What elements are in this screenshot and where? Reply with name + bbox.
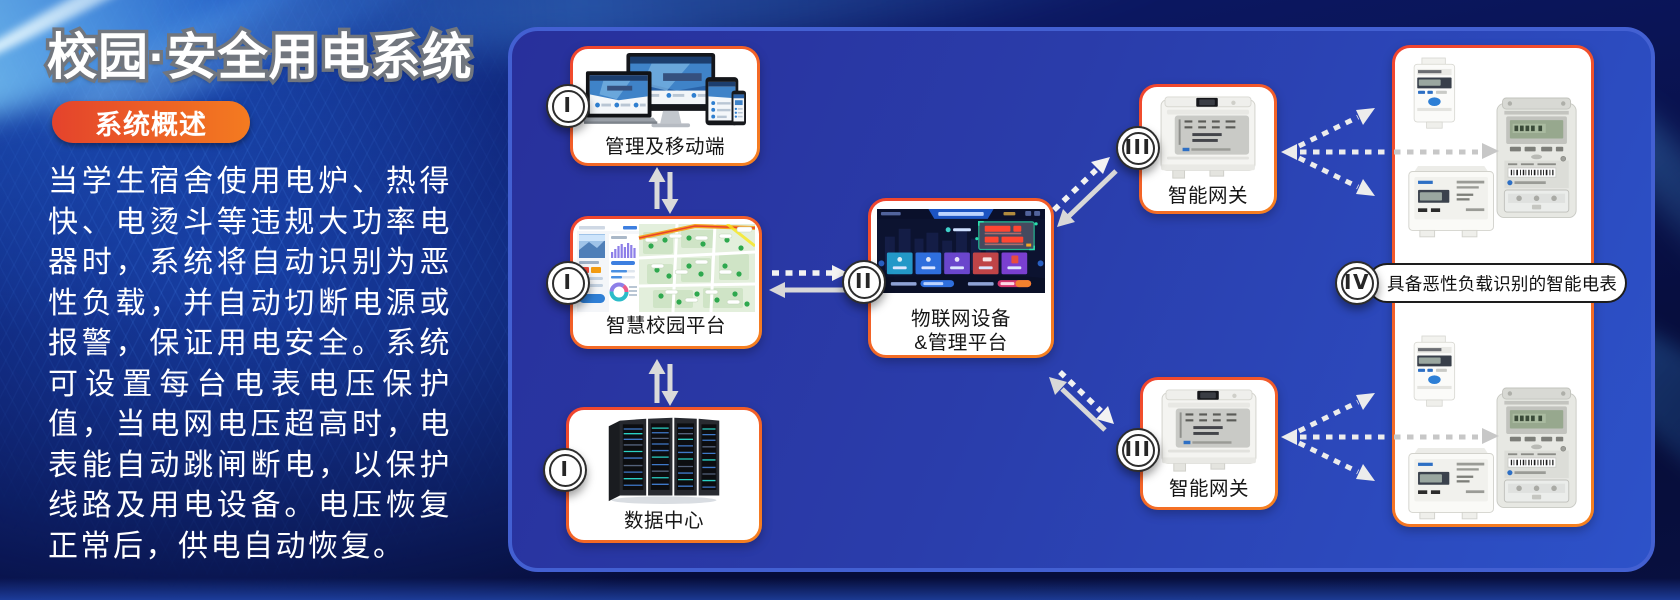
step-circle-3: III [1116, 126, 1160, 170]
node-gateway-bottom: 智能网关 [1140, 377, 1278, 510]
step-numeral: I [563, 270, 573, 294]
bottom-glow [0, 578, 1680, 600]
gateway-illustration [1161, 389, 1257, 472]
overview-badge-label: 系统概述 [95, 109, 207, 140]
overview-badge: 系统概述 [52, 101, 250, 143]
step-circle-4: IV [1335, 261, 1379, 305]
node-management-mobile: 管理及移动端 [570, 46, 760, 166]
system-description: 当学生宿舍使用电炉、热得快、电烫斗等违规大功率电器时，系统将自动识别为恶性负载，… [48, 165, 452, 563]
node-campus-platform: 智慧校园平台 [570, 216, 762, 349]
node-iot-platform: 物联网设备 &管理平台 [868, 198, 1054, 358]
server-racks-illustration [608, 417, 720, 504]
node-label: 智能网关 [1168, 478, 1249, 500]
step-circle-1c: I [543, 448, 587, 492]
devices-illustration [584, 52, 746, 128]
node-label: 物联网设备 &管理平台 [910, 308, 1011, 354]
step-circle-3b: III [1116, 428, 1160, 472]
meters-caption: 具备恶性负载识别的智能电表 [1367, 263, 1627, 303]
node-label: 数据中心 [623, 510, 704, 532]
step-numeral: I [563, 93, 573, 117]
page-title-text: 校园·安全用电系统 [47, 29, 473, 85]
campus-dashboard-illustration [577, 224, 755, 312]
node-data-center: 数据中心 [566, 407, 762, 543]
node-label: 智慧校园平台 [605, 315, 726, 337]
step-circle-2: II [842, 260, 886, 304]
iot-dashboard-illustration [877, 209, 1045, 293]
step-numeral: IV [1344, 270, 1370, 294]
step-numeral: III [1124, 135, 1152, 159]
step-numeral: I [560, 457, 570, 481]
step-numeral: III [1124, 437, 1152, 461]
page-title-outline: 校园·安全用电系统 [44, 26, 476, 89]
step-circle-1b: I [546, 261, 590, 305]
node-label: 管理及移动端 [604, 136, 725, 158]
step-numeral: II [855, 269, 873, 293]
node-gateway-top: 智能网关 [1139, 84, 1277, 214]
step-circle-1: I [546, 84, 590, 128]
gateway-illustration [1160, 96, 1256, 179]
meters-caption-text: 具备恶性负载识别的智能电表 [1387, 273, 1618, 294]
node-label: 智能网关 [1167, 185, 1248, 207]
